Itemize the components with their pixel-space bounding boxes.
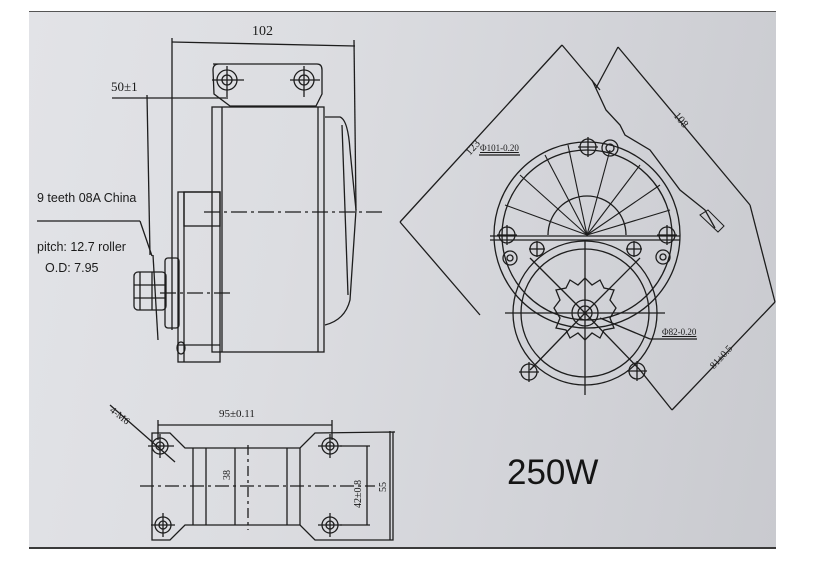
front-view <box>399 44 776 411</box>
dim-slot-width: 38 <box>222 470 233 480</box>
dim-overall-length: 102 <box>252 24 273 39</box>
sprocket-note-teeth: 9 teeth 08A China <box>37 191 137 205</box>
dim-hole-spacing-y: 42±0.8 <box>353 480 364 508</box>
dim-hole-spacing-x: 95±0.11 <box>219 408 255 420</box>
dim-plate-height: 55 <box>378 482 389 492</box>
sprocket-note-pitch: pitch: 12.7 roller <box>37 240 126 254</box>
dim-sprocket-pitch-circle: Φ82-0.20 <box>662 327 697 337</box>
drawing-sheet <box>29 11 776 549</box>
power-rating-label: 250W <box>507 453 599 492</box>
bolt-holes <box>497 137 677 382</box>
dim-flange-diameter: Φ101-0.20 <box>480 143 519 153</box>
sprocket-note-od: O.D: 7.95 <box>45 261 99 275</box>
mount-plate-view <box>109 404 395 541</box>
dim-flange-offset: 50±1 <box>111 79 138 94</box>
side-view <box>37 38 382 363</box>
